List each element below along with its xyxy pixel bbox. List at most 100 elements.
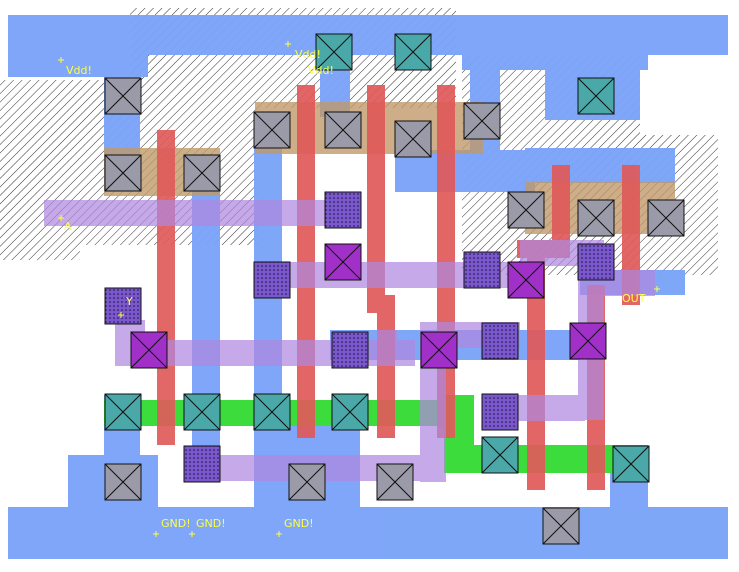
contact-cut <box>104 154 142 192</box>
label-markers <box>58 41 660 537</box>
contact-fill <box>463 251 501 289</box>
label-a: A <box>64 220 72 233</box>
contact-cut <box>253 393 291 431</box>
contact-cut <box>463 102 501 140</box>
contact-fill <box>104 287 142 325</box>
contact-cut <box>183 154 221 192</box>
metal1-wire <box>525 148 675 183</box>
contact-cross <box>183 154 221 192</box>
contact-cut <box>324 111 362 149</box>
marker-plus <box>276 531 282 537</box>
contact-cut <box>315 33 353 71</box>
contact-cut <box>542 507 580 545</box>
contact-cut <box>331 393 369 431</box>
contact-cut <box>569 322 607 360</box>
contact-cross <box>647 199 685 237</box>
contact-cross <box>376 463 414 501</box>
contact-cross <box>104 154 142 192</box>
contact-cut <box>463 251 501 289</box>
contact-fill <box>481 393 519 431</box>
label-gnd-b: GND! <box>196 517 226 530</box>
contact-fill <box>253 261 291 299</box>
contact-cross <box>481 436 519 474</box>
contact-cut <box>481 436 519 474</box>
contact-cut <box>376 463 414 501</box>
poly-gate <box>377 295 395 438</box>
contact-cross <box>288 463 326 501</box>
contact-cut <box>507 191 545 229</box>
label-vdd-mid-b: Vdd! <box>308 64 334 77</box>
contact-cut <box>104 287 142 325</box>
metal1-vdd-right <box>462 55 648 70</box>
contact-cut <box>331 331 369 369</box>
metal1-vdd-rail <box>8 15 728 55</box>
contact-cross <box>420 331 458 369</box>
marker-plus <box>654 286 660 292</box>
contact-cut <box>183 445 221 483</box>
contact-cut <box>288 463 326 501</box>
contacts-layer <box>104 33 685 545</box>
contact-cut <box>104 463 142 501</box>
label-y: Y <box>125 295 133 308</box>
contact-cut <box>253 111 291 149</box>
marker-plus <box>285 41 291 47</box>
contact-cut <box>324 191 362 229</box>
contact-cross <box>577 77 615 115</box>
marker-plus <box>58 215 64 221</box>
contact-cross <box>463 102 501 140</box>
poly-gate <box>297 85 315 438</box>
contact-cross <box>253 393 291 431</box>
marker-plus <box>118 312 124 318</box>
contact-cut <box>481 393 519 431</box>
label-out: OUT <box>622 292 646 305</box>
contact-cut <box>394 33 432 71</box>
contact-cut <box>130 331 168 369</box>
contact-cut <box>420 331 458 369</box>
contact-cross <box>130 331 168 369</box>
contact-cross <box>104 463 142 501</box>
contact-fill <box>183 445 221 483</box>
contact-cut <box>612 445 650 483</box>
marker-plus <box>189 531 195 537</box>
contact-cut <box>507 261 545 299</box>
metal1-gnd-rail <box>8 507 728 559</box>
contact-cut <box>577 199 615 237</box>
contact-cross <box>394 120 432 158</box>
poly-gate <box>552 165 570 250</box>
contact-cross <box>507 261 545 299</box>
contact-cross <box>612 445 650 483</box>
contact-cross <box>104 77 142 115</box>
contact-cross <box>324 243 362 281</box>
contact-cut <box>104 77 142 115</box>
contact-fill <box>481 322 519 360</box>
label-vdd-left: Vdd! <box>66 64 92 77</box>
contact-cut <box>324 243 362 281</box>
label-gnd-c: GND! <box>284 517 314 530</box>
contact-fill <box>577 243 615 281</box>
contact-cut <box>481 322 519 360</box>
contact-cross <box>315 33 353 71</box>
label-vdd-mid-a: Vdd! <box>295 48 321 61</box>
contact-cut <box>104 393 142 431</box>
poly-gate <box>527 240 545 490</box>
contact-fill <box>324 191 362 229</box>
contact-cross <box>331 393 369 431</box>
labels-layer: Vdd! Vdd! Vdd! A Y OUT GND! GND! GND! <box>64 48 646 530</box>
contact-cut <box>253 261 291 299</box>
marker-plus <box>153 531 159 537</box>
metal2-wire <box>377 330 397 366</box>
label-gnd-a: GND! <box>161 517 191 530</box>
contact-cross <box>183 393 221 431</box>
marker-plus <box>58 57 64 63</box>
contact-cut <box>647 199 685 237</box>
contact-cut <box>577 77 615 115</box>
contact-cross <box>253 111 291 149</box>
contact-cross <box>507 191 545 229</box>
contact-cross <box>104 393 142 431</box>
metal2-wire-a <box>44 200 354 226</box>
poly-gate <box>157 130 175 445</box>
contact-cross <box>577 199 615 237</box>
contact-cross <box>394 33 432 71</box>
